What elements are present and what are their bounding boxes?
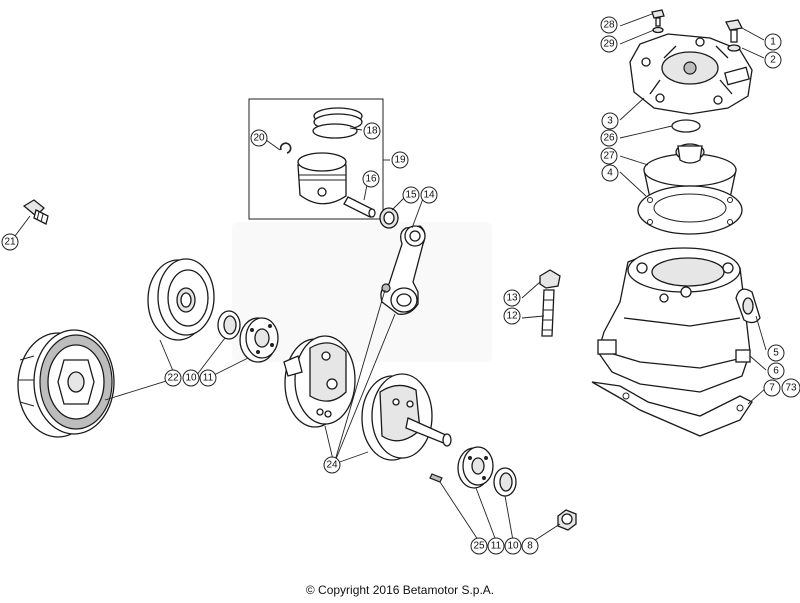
- svg-text:15: 15: [405, 190, 417, 201]
- cylinder: [597, 247, 751, 393]
- callout-13: 13: [503, 289, 521, 307]
- callout-20: 20: [250, 129, 268, 147]
- cylinder-head: [629, 33, 753, 115]
- svg-text:11: 11: [203, 373, 214, 384]
- callout-8: 8: [521, 537, 539, 555]
- svg-text:73: 73: [785, 383, 797, 394]
- callout-10-left: 10: [182, 369, 200, 387]
- small-end-bearing: [379, 207, 399, 229]
- head-o-ring: [671, 119, 701, 133]
- callout-18: 18: [363, 122, 381, 140]
- callout-4: 4: [601, 164, 619, 182]
- crankshaft-right-half: [361, 373, 452, 461]
- callout-2: 2: [764, 51, 782, 69]
- callout-15: 15: [402, 186, 420, 204]
- circlip: [279, 142, 292, 154]
- base-gasket: [591, 381, 753, 437]
- svg-text:20: 20: [253, 133, 265, 144]
- svg-text:2: 2: [770, 55, 776, 66]
- cylinder-stud: [539, 269, 561, 337]
- callout-22: 22: [164, 369, 182, 387]
- callout-25: 25: [470, 537, 488, 555]
- svg-text:10: 10: [185, 373, 197, 384]
- woodruff-key: [429, 473, 443, 483]
- leader-lines: [11, 13, 767, 547]
- callout-73: 73: [781, 378, 800, 398]
- piston-kit-box: [248, 98, 384, 220]
- callout-7: 7: [763, 379, 781, 397]
- svg-text:10: 10: [507, 541, 519, 552]
- svg-text:18: 18: [366, 126, 378, 137]
- svg-text:11: 11: [491, 541, 502, 552]
- callout-11-right: 11: [487, 537, 505, 555]
- piston: [297, 152, 347, 205]
- svg-text:29: 29: [603, 39, 615, 50]
- svg-text:22: 22: [167, 373, 179, 384]
- head-gasket: [637, 185, 743, 235]
- callout-28: 28: [600, 16, 618, 34]
- crank-nut: [557, 509, 577, 531]
- main-bearing-left: [239, 317, 279, 363]
- svg-text:6: 6: [773, 366, 779, 377]
- svg-text:8: 8: [527, 541, 533, 552]
- callout-5: 5: [767, 344, 785, 362]
- small-screw: [651, 9, 665, 34]
- svg-text:5: 5: [773, 348, 779, 359]
- svg-text:1: 1: [770, 37, 776, 48]
- oil-seal-right: [493, 467, 517, 497]
- callout-11-left: 11: [199, 369, 217, 387]
- callout-6: 6: [767, 362, 785, 380]
- callout-21: 21: [1, 233, 19, 251]
- copyright-footer: © Copyright 2016 Betamotor S.p.A.: [305, 583, 495, 597]
- drain-plug: [22, 199, 49, 225]
- oil-seal-left: [217, 310, 241, 340]
- svg-text:27: 27: [603, 151, 615, 162]
- crankshaft-left-half: [283, 335, 356, 428]
- clutch-basket: [17, 329, 115, 438]
- head-bolt: [725, 19, 743, 52]
- callout-24: 24: [323, 456, 341, 474]
- callout-10-right: 10: [504, 537, 522, 555]
- svg-text:19: 19: [394, 155, 406, 166]
- svg-text:14: 14: [423, 190, 435, 201]
- watermark: [232, 222, 492, 362]
- callout-12: 12: [503, 307, 521, 325]
- exhaust-seal: [735, 288, 761, 324]
- svg-text:25: 25: [473, 541, 485, 552]
- callout-3: 3: [601, 112, 619, 130]
- svg-text:28: 28: [603, 20, 615, 31]
- callout-19: 19: [391, 151, 409, 169]
- svg-text:24: 24: [326, 460, 338, 471]
- svg-text:12: 12: [506, 311, 518, 322]
- callout-26: 26: [600, 129, 618, 147]
- flywheel: [147, 258, 215, 341]
- callout-1: 1: [764, 33, 782, 51]
- piston-rings: [312, 107, 363, 139]
- svg-text:7: 7: [769, 383, 775, 394]
- main-bearing-right: [457, 446, 494, 489]
- callout-29: 29: [600, 35, 618, 53]
- callout-16: 16: [362, 170, 380, 188]
- piston-pin: [343, 196, 376, 218]
- svg-text:26: 26: [603, 133, 615, 144]
- connecting-rod: [380, 225, 426, 315]
- callout-27: 27: [600, 147, 618, 165]
- svg-text:16: 16: [365, 174, 377, 185]
- callout-14: 14: [420, 186, 438, 204]
- svg-text:3: 3: [607, 116, 613, 127]
- svg-text:4: 4: [607, 168, 613, 179]
- svg-text:21: 21: [4, 237, 16, 248]
- svg-text:13: 13: [506, 293, 518, 304]
